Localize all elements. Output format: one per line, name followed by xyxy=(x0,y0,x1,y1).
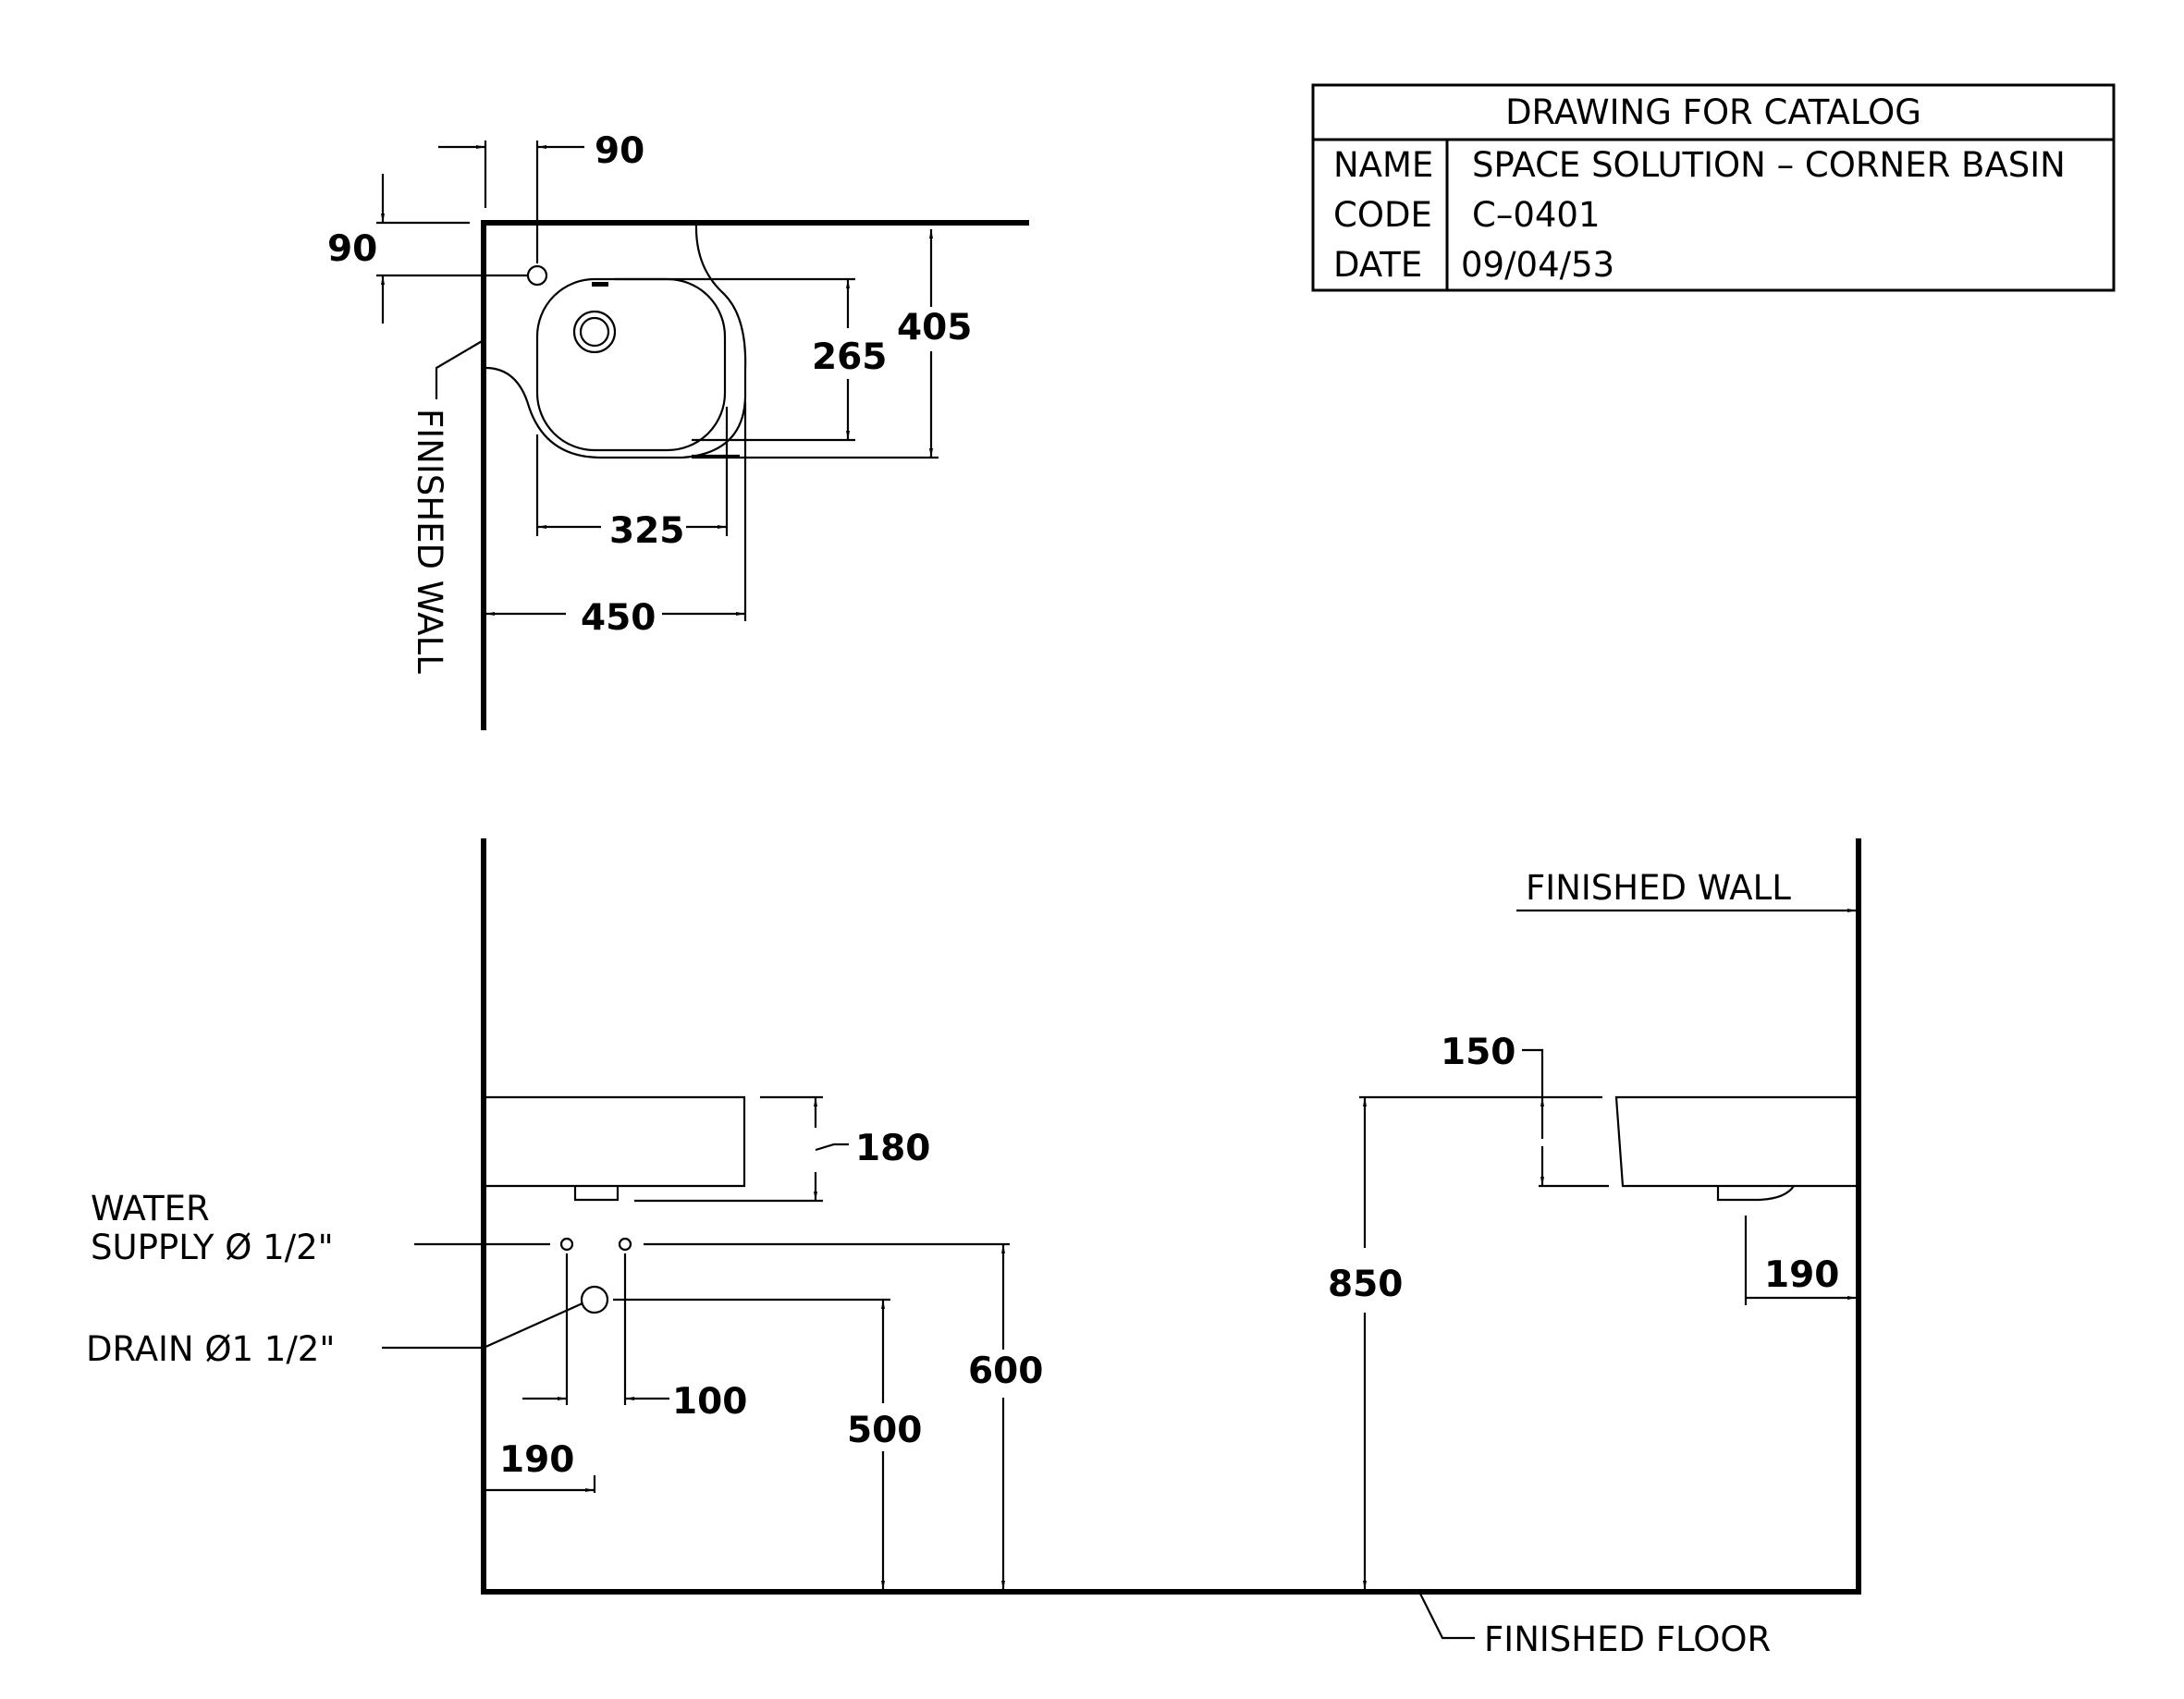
plan-wall-label: FINISHED WALL xyxy=(410,409,449,674)
plan-wall-leader xyxy=(435,339,485,399)
side-basin-waste xyxy=(1716,1185,1795,1202)
overflow-slot xyxy=(592,282,608,287)
drain-label: DRAIN Ø1 1/2" xyxy=(86,1329,335,1369)
dim-leader xyxy=(1522,1048,1544,1097)
drain-outer xyxy=(572,310,617,354)
supply-point-right xyxy=(618,1237,632,1252)
plan-view: 90 90 265 405 325 450 FINISHED WALL xyxy=(327,130,1029,730)
title-block-date-value: 09/04/53 xyxy=(1461,245,1614,285)
front-basin-waste xyxy=(573,1186,620,1202)
water-supply-label-line2: SUPPLY Ø 1/2" xyxy=(91,1228,334,1267)
dim-bowl-depth: 265 xyxy=(812,336,887,378)
dim-rim-thickness-side: 150 xyxy=(1441,1032,1515,1073)
title-block-name-key: NAME xyxy=(1333,145,1433,185)
drain-leader xyxy=(382,1302,583,1350)
drain-point xyxy=(580,1285,609,1314)
dim-supply-height: 600 xyxy=(968,1351,1043,1392)
supply-point-left xyxy=(559,1237,574,1252)
elev-floor-label: FINISHED FLOOR xyxy=(1484,1620,1771,1659)
title-block-name-value: SPACE SOLUTION – CORNER BASIN xyxy=(1472,145,2066,185)
title-block-frame xyxy=(1311,83,2116,292)
basin-bowl xyxy=(535,277,727,452)
tap-hole xyxy=(526,264,548,287)
basin-outline xyxy=(485,224,747,459)
title-block-heading: DRAWING FOR CATALOG xyxy=(1505,92,1921,132)
dim-waste-from-wall: 190 xyxy=(1764,1254,1839,1296)
title-block-code-key: CODE xyxy=(1333,195,1432,235)
drain-inner xyxy=(579,316,610,348)
dim-tap-offset-x: 90 xyxy=(595,130,644,172)
title-block-code-value: C–0401 xyxy=(1472,195,1601,235)
water-supply-label-line1: WATER xyxy=(91,1189,210,1228)
dim-tap-offset-y: 90 xyxy=(327,228,377,270)
dim-basin-width: 450 xyxy=(581,597,656,639)
title-block-date-key: DATE xyxy=(1333,245,1422,285)
dim-drain-height: 500 xyxy=(847,1410,922,1451)
dim-basin-depth: 405 xyxy=(897,307,972,348)
title-block: DRAWING FOR CATALOG NAME SPACE SOLUTION … xyxy=(1311,83,2116,292)
elev-floor-leader xyxy=(1418,1591,1475,1640)
dim-leader xyxy=(815,1143,849,1152)
dim-bowl-width: 325 xyxy=(609,510,684,552)
dim-basin-thickness: 180 xyxy=(855,1128,930,1169)
dim-supply-spacing: 100 xyxy=(672,1381,747,1423)
dim-rim-height: 850 xyxy=(1328,1264,1403,1305)
elev-wall-label: FINISHED WALL xyxy=(1526,868,1791,908)
elevation-view: 180 WATER SUPPLY Ø 1/2" DRAIN Ø1 1/2" 10… xyxy=(86,838,1861,1659)
side-basin xyxy=(1614,1095,1857,1188)
front-basin xyxy=(485,1095,746,1188)
dim-supply-from-wall: 190 xyxy=(499,1439,574,1481)
